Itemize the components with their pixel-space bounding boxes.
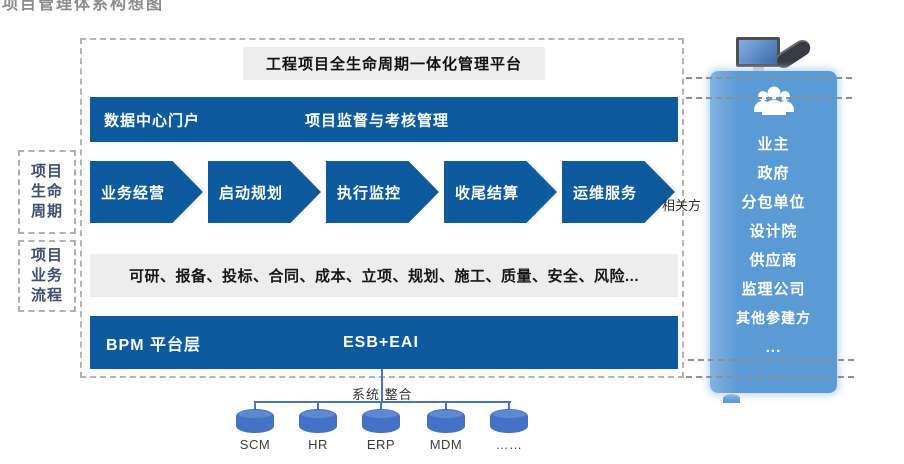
monitor-stand <box>753 67 764 71</box>
platform-title: 工程项目全生命周期一体化管理平台 <box>243 47 545 80</box>
esb-eai-label: ESB+EAI <box>343 333 419 351</box>
integration-trunk-line <box>381 369 383 403</box>
dashed-connector-line <box>688 359 854 361</box>
stakeholder-subcontractor: 分包单位 <box>741 194 806 211</box>
bpm-layer-label: BPM 平台层 <box>106 336 202 354</box>
stakeholders-label: 相关方 <box>662 198 702 213</box>
stakeholder-owner: 业主 <box>757 136 790 153</box>
decorative-arc <box>723 394 740 403</box>
dashed-connector-line <box>686 97 852 99</box>
connector-stub <box>508 401 510 412</box>
data-center-portal-label: 数据中心门户 <box>104 112 201 129</box>
database-cylinder-icon <box>299 409 337 433</box>
business-process-row: 可研、报备、投标、合同、成本、立项、规划、施工、质量、安全、风险... <box>90 254 678 297</box>
portal-bar: 数据中心门户 项目监督与考核管理 <box>90 97 678 142</box>
database-cylinder-icon <box>490 409 528 433</box>
database-cylinder-icon <box>362 409 400 433</box>
stage-arrow-operation-service: 运维服务 <box>562 161 675 223</box>
label-project-lifecycle: 项目 生命 周期 <box>18 150 76 234</box>
system-name-mdm: MDM <box>429 437 463 452</box>
integration-bus-line <box>254 401 511 403</box>
project-supervision-label: 项目监督与考核管理 <box>305 112 450 129</box>
page-caption: 项目管理体系构想图 <box>2 0 165 13</box>
connector-stub <box>380 401 382 412</box>
dashed-connector-line <box>686 77 852 79</box>
stakeholder-supplier: 供应商 <box>749 252 798 269</box>
system-integration-label: 系统 整合 <box>352 387 413 402</box>
system-name-scm: SCM <box>239 437 271 452</box>
stage-arrow-initiation-planning: 启动规划 <box>208 161 321 223</box>
dashed-connector-line <box>686 376 854 378</box>
label-project-business-process: 项目 业务 流程 <box>18 240 76 312</box>
system-name-hr: HR <box>308 437 328 452</box>
stakeholders-panel: 业主 政府 分包单位 设计院 供应商 监理公司 其他参建方 ... <box>710 71 837 393</box>
lifecycle-arrow-row: 业务经营 启动规划 执行监控 收尾结算 运维服务 <box>90 161 682 223</box>
stakeholder-supervision-company: 监理公司 <box>741 281 806 298</box>
stage-arrow-closing-settlement: 收尾结算 <box>444 161 557 223</box>
system-name-erp: ERP <box>366 437 396 452</box>
database-cylinder-icon <box>236 409 274 433</box>
bpm-platform-bar: BPM 平台层 ESB+EAI <box>90 316 678 369</box>
stakeholder-other-parties: 其他参建方 <box>736 310 811 326</box>
stage-arrow-business-operation: 业务经营 <box>90 161 203 223</box>
connector-stub <box>317 401 319 412</box>
desktop-computer-icon <box>736 37 780 67</box>
stage-arrow-execution-monitoring: 执行监控 <box>326 161 439 223</box>
connector-stub <box>445 401 447 412</box>
connector-stub <box>254 401 256 412</box>
people-group-icon <box>750 83 798 128</box>
system-name-more: …… <box>495 437 523 452</box>
stakeholder-more: ... <box>765 339 782 356</box>
stakeholder-government: 政府 <box>757 165 790 182</box>
stakeholder-design-institute: 设计院 <box>749 223 798 240</box>
database-cylinder-icon <box>427 409 465 433</box>
